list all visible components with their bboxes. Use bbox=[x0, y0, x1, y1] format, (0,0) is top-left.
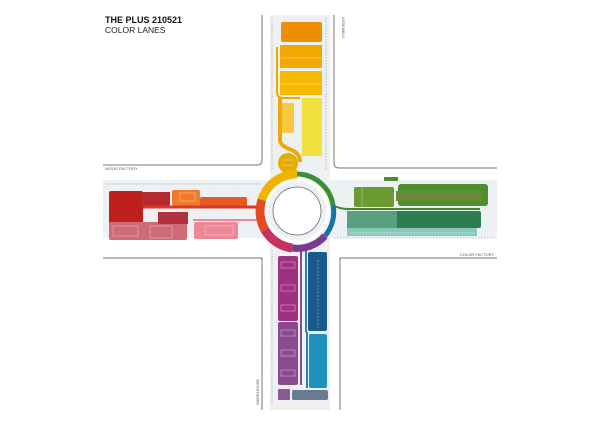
label-color-factory: COLOR FACTORY bbox=[460, 252, 494, 257]
zone-rose bbox=[109, 222, 187, 240]
zone-amber bbox=[280, 45, 322, 68]
zone-crimson bbox=[158, 212, 188, 224]
warehouse-lane bbox=[278, 245, 328, 400]
zone-gold bbox=[280, 71, 322, 95]
label-wood-factory: WOOD FACTORY bbox=[105, 166, 138, 171]
zone-slate bbox=[292, 390, 328, 400]
label-assembly: ASSEMBLY bbox=[341, 17, 346, 39]
zone-cyan bbox=[309, 334, 327, 388]
building-outline-top-right bbox=[333, 15, 497, 169]
zone-pink bbox=[194, 222, 238, 239]
zone-yellow-circle bbox=[278, 153, 298, 173]
zone-small-green bbox=[384, 177, 398, 181]
zone-orange-red bbox=[200, 197, 247, 207]
zone-yellow-dark bbox=[280, 103, 294, 133]
building-outline-top-left bbox=[103, 15, 263, 166]
zone-teal bbox=[347, 228, 477, 236]
building-outline-bottom-right bbox=[339, 257, 497, 410]
zone-yellow bbox=[302, 98, 322, 156]
zone-purple bbox=[278, 322, 298, 385]
roundabout bbox=[255, 169, 337, 253]
dashed-edge bbox=[106, 18, 494, 405]
zone-orange bbox=[281, 22, 322, 42]
zone-red bbox=[109, 191, 143, 224]
label-warehouse: WAREHOUSE bbox=[255, 379, 260, 405]
page-subtitle: COLOR LANES bbox=[105, 25, 166, 35]
roundabout-center bbox=[272, 186, 322, 236]
zone-orange-light bbox=[172, 190, 200, 206]
zone-navy bbox=[308, 252, 327, 331]
zone-olive bbox=[354, 187, 394, 207]
page-title: THE PLUS 210521 bbox=[105, 15, 183, 25]
building-outline-bottom-left bbox=[103, 257, 263, 410]
assembly-lane bbox=[276, 22, 322, 173]
